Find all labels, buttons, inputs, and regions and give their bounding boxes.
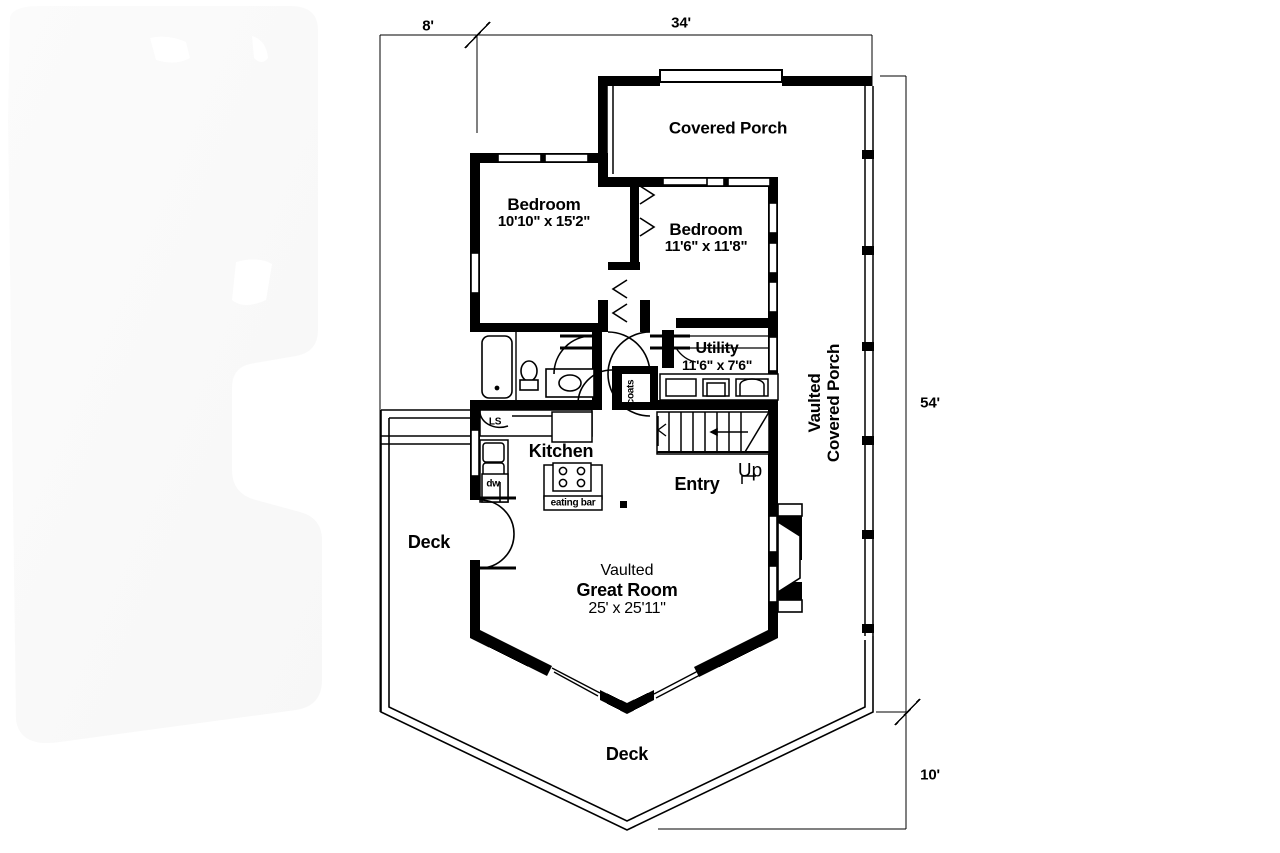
- room-name-utility: Utility: [695, 340, 739, 358]
- room-name-vaulted-covered-porch-line2: Covered Porch: [824, 343, 843, 463]
- kitchen-fixtures: [479, 409, 603, 511]
- dimension-34ft: 34': [671, 14, 691, 32]
- dimension-54ft: 54': [920, 394, 940, 412]
- room-label-kitchen: Kitchen: [529, 441, 594, 461]
- room-name-covered-porch: Covered Porch: [668, 118, 788, 138]
- windows-and-interior-lines: [470, 86, 874, 699]
- room-name-vaulted-covered-porch-line1: Vaulted: [804, 373, 824, 433]
- room-name-entry: Entry: [674, 473, 720, 494]
- label-eating-bar: eating bar: [550, 497, 596, 509]
- room-name-deck-left: Deck: [407, 531, 451, 552]
- dimension-lines: [379, 21, 921, 830]
- room-dim-bedroom-1: 10'10" x 15'2": [497, 213, 591, 231]
- room-label-bedroom-1: Bedroom 10'10" x 15'2": [497, 195, 591, 231]
- deck-outline: [380, 409, 874, 831]
- door-swings: [479, 185, 690, 570]
- entry-door: [777, 503, 803, 613]
- room-name-deck-bottom: Deck: [605, 743, 649, 764]
- room-dim-bedroom-2: 11'6" x 11'8": [664, 238, 748, 256]
- room-prefix-great-room: Vaulted: [600, 562, 654, 580]
- room-name-kitchen: Kitchen: [528, 440, 594, 461]
- room-name-bedroom-1: Bedroom: [507, 195, 581, 215]
- room-label-entry: Entry: [674, 474, 719, 494]
- room-label-deck-bottom: Deck: [606, 744, 648, 764]
- room-dim-utility: 11'6" x 7'6": [681, 357, 753, 374]
- room-dim-great-room: 25' x 25'11": [588, 600, 666, 618]
- label-laundry-sink: LS: [488, 416, 502, 428]
- dimension-10ft: 10': [920, 766, 940, 784]
- column-marker: [620, 501, 627, 508]
- stair-direction-up: Up: [737, 460, 763, 482]
- label-coats-closet: coats: [625, 379, 637, 405]
- room-name-bedroom-2: Bedroom: [669, 220, 743, 240]
- dimension-8ft: 8': [422, 17, 434, 35]
- staircase: [656, 411, 770, 484]
- room-label-utility: Utility 11'6" x 7'6": [682, 340, 752, 374]
- room-label-vaulted-covered-porch: Vaulted Covered Porch: [805, 344, 843, 462]
- room-label-covered-porch: Covered Porch: [668, 118, 788, 138]
- utility-fixtures: [659, 335, 779, 401]
- background-watermark: [8, 6, 322, 744]
- room-label-deck-left: Deck: [408, 532, 450, 552]
- room-name-great-room: Great Room: [576, 579, 678, 600]
- bathroom-fixtures: [481, 332, 595, 400]
- label-dishwasher: dw: [486, 478, 500, 490]
- room-label-great-room: Vaulted Great Room 25' x 25'11": [576, 562, 677, 618]
- room-label-bedroom-2: Bedroom 11'6" x 11'8": [665, 220, 748, 256]
